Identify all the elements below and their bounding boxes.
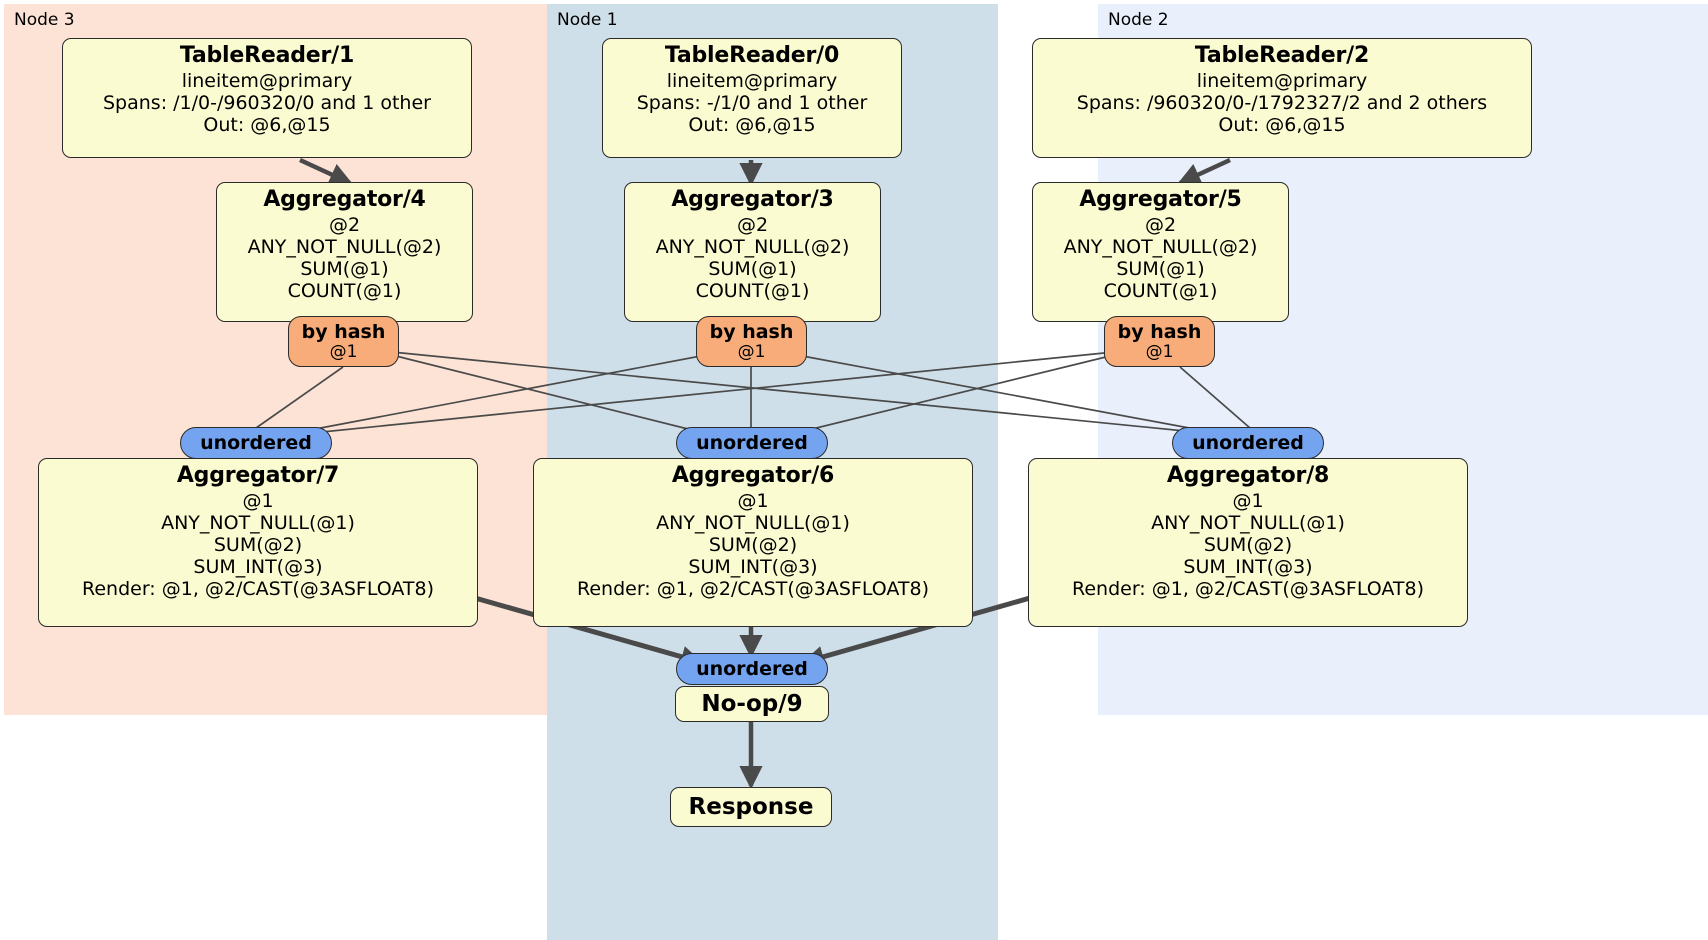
- box-title: Aggregator/3: [671, 187, 834, 212]
- box-line: ANY_NOT_NULL(@1): [161, 511, 355, 534]
- box-title: TableReader/0: [664, 43, 840, 68]
- box-line: Spans: -/1/0 and 1 other: [636, 91, 868, 114]
- pill-by-hash-left[interactable]: by hash @1: [288, 316, 399, 367]
- pill-sub: @1: [329, 341, 358, 362]
- box-title: Aggregator/7: [176, 463, 340, 488]
- pill-unordered-mid[interactable]: unordered: [676, 427, 828, 459]
- pill-by-hash-mid[interactable]: by hash @1: [696, 316, 807, 367]
- box-line: Out: @6,@15: [688, 113, 816, 136]
- box-line: Render: @1, @2/CAST(@3ASFLOAT8): [1072, 577, 1424, 600]
- box-aggregator-5[interactable]: Aggregator/5 @2 ANY_NOT_NULL(@2) SUM(@1)…: [1032, 182, 1289, 322]
- box-line: Out: @6,@15: [203, 113, 331, 136]
- box-line: COUNT(@1): [1103, 279, 1218, 302]
- node-panel-label-node2: Node 2: [1108, 10, 1169, 30]
- pill-title: by hash: [301, 321, 386, 343]
- pill-sub: @1: [737, 341, 766, 362]
- node-panel-label-node3: Node 3: [14, 10, 75, 30]
- box-line: COUNT(@1): [695, 279, 810, 302]
- box-noop-9[interactable]: No-op/9: [675, 686, 829, 722]
- box-response[interactable]: Response: [670, 787, 832, 827]
- box-line: SUM_INT(@3): [688, 555, 818, 578]
- box-aggregator-8[interactable]: Aggregator/8 @1 ANY_NOT_NULL(@1) SUM(@2)…: [1028, 458, 1468, 627]
- box-line: lineitem@primary: [181, 69, 353, 92]
- box-line: ANY_NOT_NULL(@2): [1063, 235, 1258, 258]
- pill-title: unordered: [696, 657, 808, 680]
- box-title: No-op/9: [701, 691, 803, 717]
- node-panel-label-node1: Node 1: [557, 10, 618, 30]
- pill-title: unordered: [696, 431, 808, 454]
- box-line: @2: [736, 213, 769, 236]
- pill-title: unordered: [200, 431, 312, 454]
- pill-unordered-final[interactable]: unordered: [676, 653, 828, 685]
- box-table-reader-2[interactable]: TableReader/2 lineitem@primary Spans: /9…: [1032, 38, 1532, 158]
- box-line: SUM(@2): [708, 533, 798, 556]
- box-line: lineitem@primary: [666, 69, 838, 92]
- box-line: Spans: /1/0-/960320/0 and 1 other: [103, 91, 431, 114]
- pill-by-hash-right[interactable]: by hash @1: [1104, 316, 1215, 367]
- box-line: ANY_NOT_NULL(@1): [1151, 511, 1345, 534]
- box-line: Spans: /960320/0-/1792327/2 and 2 others: [1076, 91, 1488, 114]
- box-line: @1: [1232, 489, 1264, 512]
- box-line: @1: [242, 489, 274, 512]
- box-line: @2: [328, 213, 361, 236]
- box-line: @1: [737, 489, 769, 512]
- box-aggregator-7[interactable]: Aggregator/7 @1 ANY_NOT_NULL(@1) SUM(@2)…: [38, 458, 478, 627]
- box-line: ANY_NOT_NULL(@1): [656, 511, 850, 534]
- box-line: ANY_NOT_NULL(@2): [655, 235, 850, 258]
- box-title: Aggregator/6: [671, 463, 835, 488]
- box-title: Aggregator/5: [1079, 187, 1242, 212]
- box-line: ANY_NOT_NULL(@2): [247, 235, 442, 258]
- box-line: Out: @6,@15: [1218, 113, 1346, 136]
- box-title: Aggregator/8: [1166, 463, 1330, 488]
- box-line: SUM(@1): [300, 257, 389, 280]
- pill-title: by hash: [709, 321, 794, 343]
- box-line: SUM(@2): [1203, 533, 1293, 556]
- box-line: @2: [1144, 213, 1177, 236]
- box-line: SUM(@1): [708, 257, 797, 280]
- box-title: TableReader/1: [179, 43, 355, 68]
- pill-unordered-left[interactable]: unordered: [180, 427, 332, 459]
- box-title: Aggregator/4: [263, 187, 426, 212]
- box-line: SUM_INT(@3): [1183, 555, 1313, 578]
- box-title: TableReader/2: [1194, 43, 1370, 68]
- box-table-reader-0[interactable]: TableReader/0 lineitem@primary Spans: -/…: [602, 38, 902, 158]
- box-table-reader-1[interactable]: TableReader/1 lineitem@primary Spans: /1…: [62, 38, 472, 158]
- box-title: Response: [688, 794, 814, 820]
- pill-title: by hash: [1117, 321, 1202, 343]
- box-line: Render: @1, @2/CAST(@3ASFLOAT8): [577, 577, 929, 600]
- box-line: SUM(@2): [213, 533, 303, 556]
- box-aggregator-4[interactable]: Aggregator/4 @2 ANY_NOT_NULL(@2) SUM(@1)…: [216, 182, 473, 322]
- pill-unordered-right[interactable]: unordered: [1172, 427, 1324, 459]
- box-aggregator-6[interactable]: Aggregator/6 @1 ANY_NOT_NULL(@1) SUM(@2)…: [533, 458, 973, 627]
- box-aggregator-3[interactable]: Aggregator/3 @2 ANY_NOT_NULL(@2) SUM(@1)…: [624, 182, 881, 322]
- pill-sub: @1: [1145, 341, 1174, 362]
- box-line: Render: @1, @2/CAST(@3ASFLOAT8): [82, 577, 434, 600]
- box-line: SUM(@1): [1116, 257, 1205, 280]
- box-line: lineitem@primary: [1196, 69, 1368, 92]
- box-line: SUM_INT(@3): [193, 555, 323, 578]
- pill-title: unordered: [1192, 431, 1304, 454]
- box-line: COUNT(@1): [287, 279, 402, 302]
